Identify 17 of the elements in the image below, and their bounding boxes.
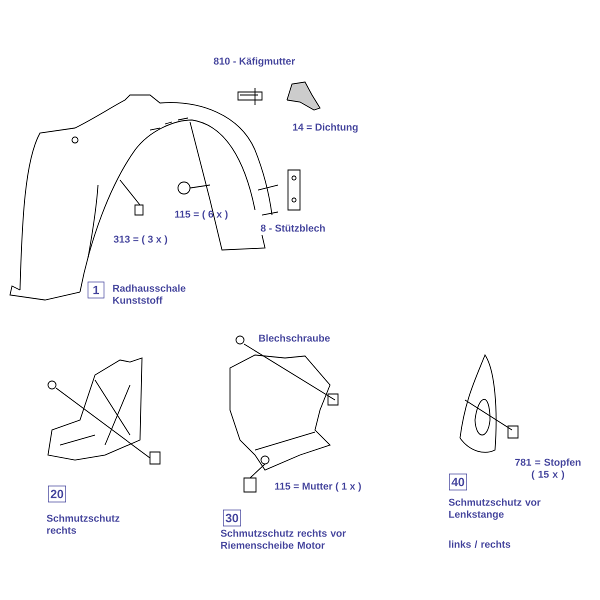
part-name: Schmutzschutz vor Lenkstange — [448, 498, 541, 520]
part-label: 810 - Käfigmutter — [214, 57, 295, 67]
part-label: 781 = Stopfen ( 15 x ) — [515, 458, 581, 480]
number-box: 20 — [48, 486, 66, 502]
part-label: 115 = ( 6 x ) — [175, 210, 228, 220]
part-label: 115 = Mutter ( 1 x ) — [275, 482, 361, 492]
part-label: 14 = Dichtung — [293, 123, 358, 133]
part-name: Schmutzschutz rechts vor Riemenscheibe Motor — [220, 529, 346, 549]
number-box: 30 — [222, 510, 242, 526]
part-name: Schmutzschutz rechts — [46, 514, 120, 534]
part-name: links / rechts — [449, 540, 510, 548]
number-box: 1 — [88, 282, 104, 298]
part-label: Blechschraube — [259, 334, 330, 342]
part-name: Radhausschale Kunststoff — [113, 284, 186, 304]
number-box: 40 — [448, 474, 468, 490]
part-label: 8 - Stützblech — [260, 224, 325, 232]
part-label: 313 = ( 3 x ) — [114, 235, 168, 245]
